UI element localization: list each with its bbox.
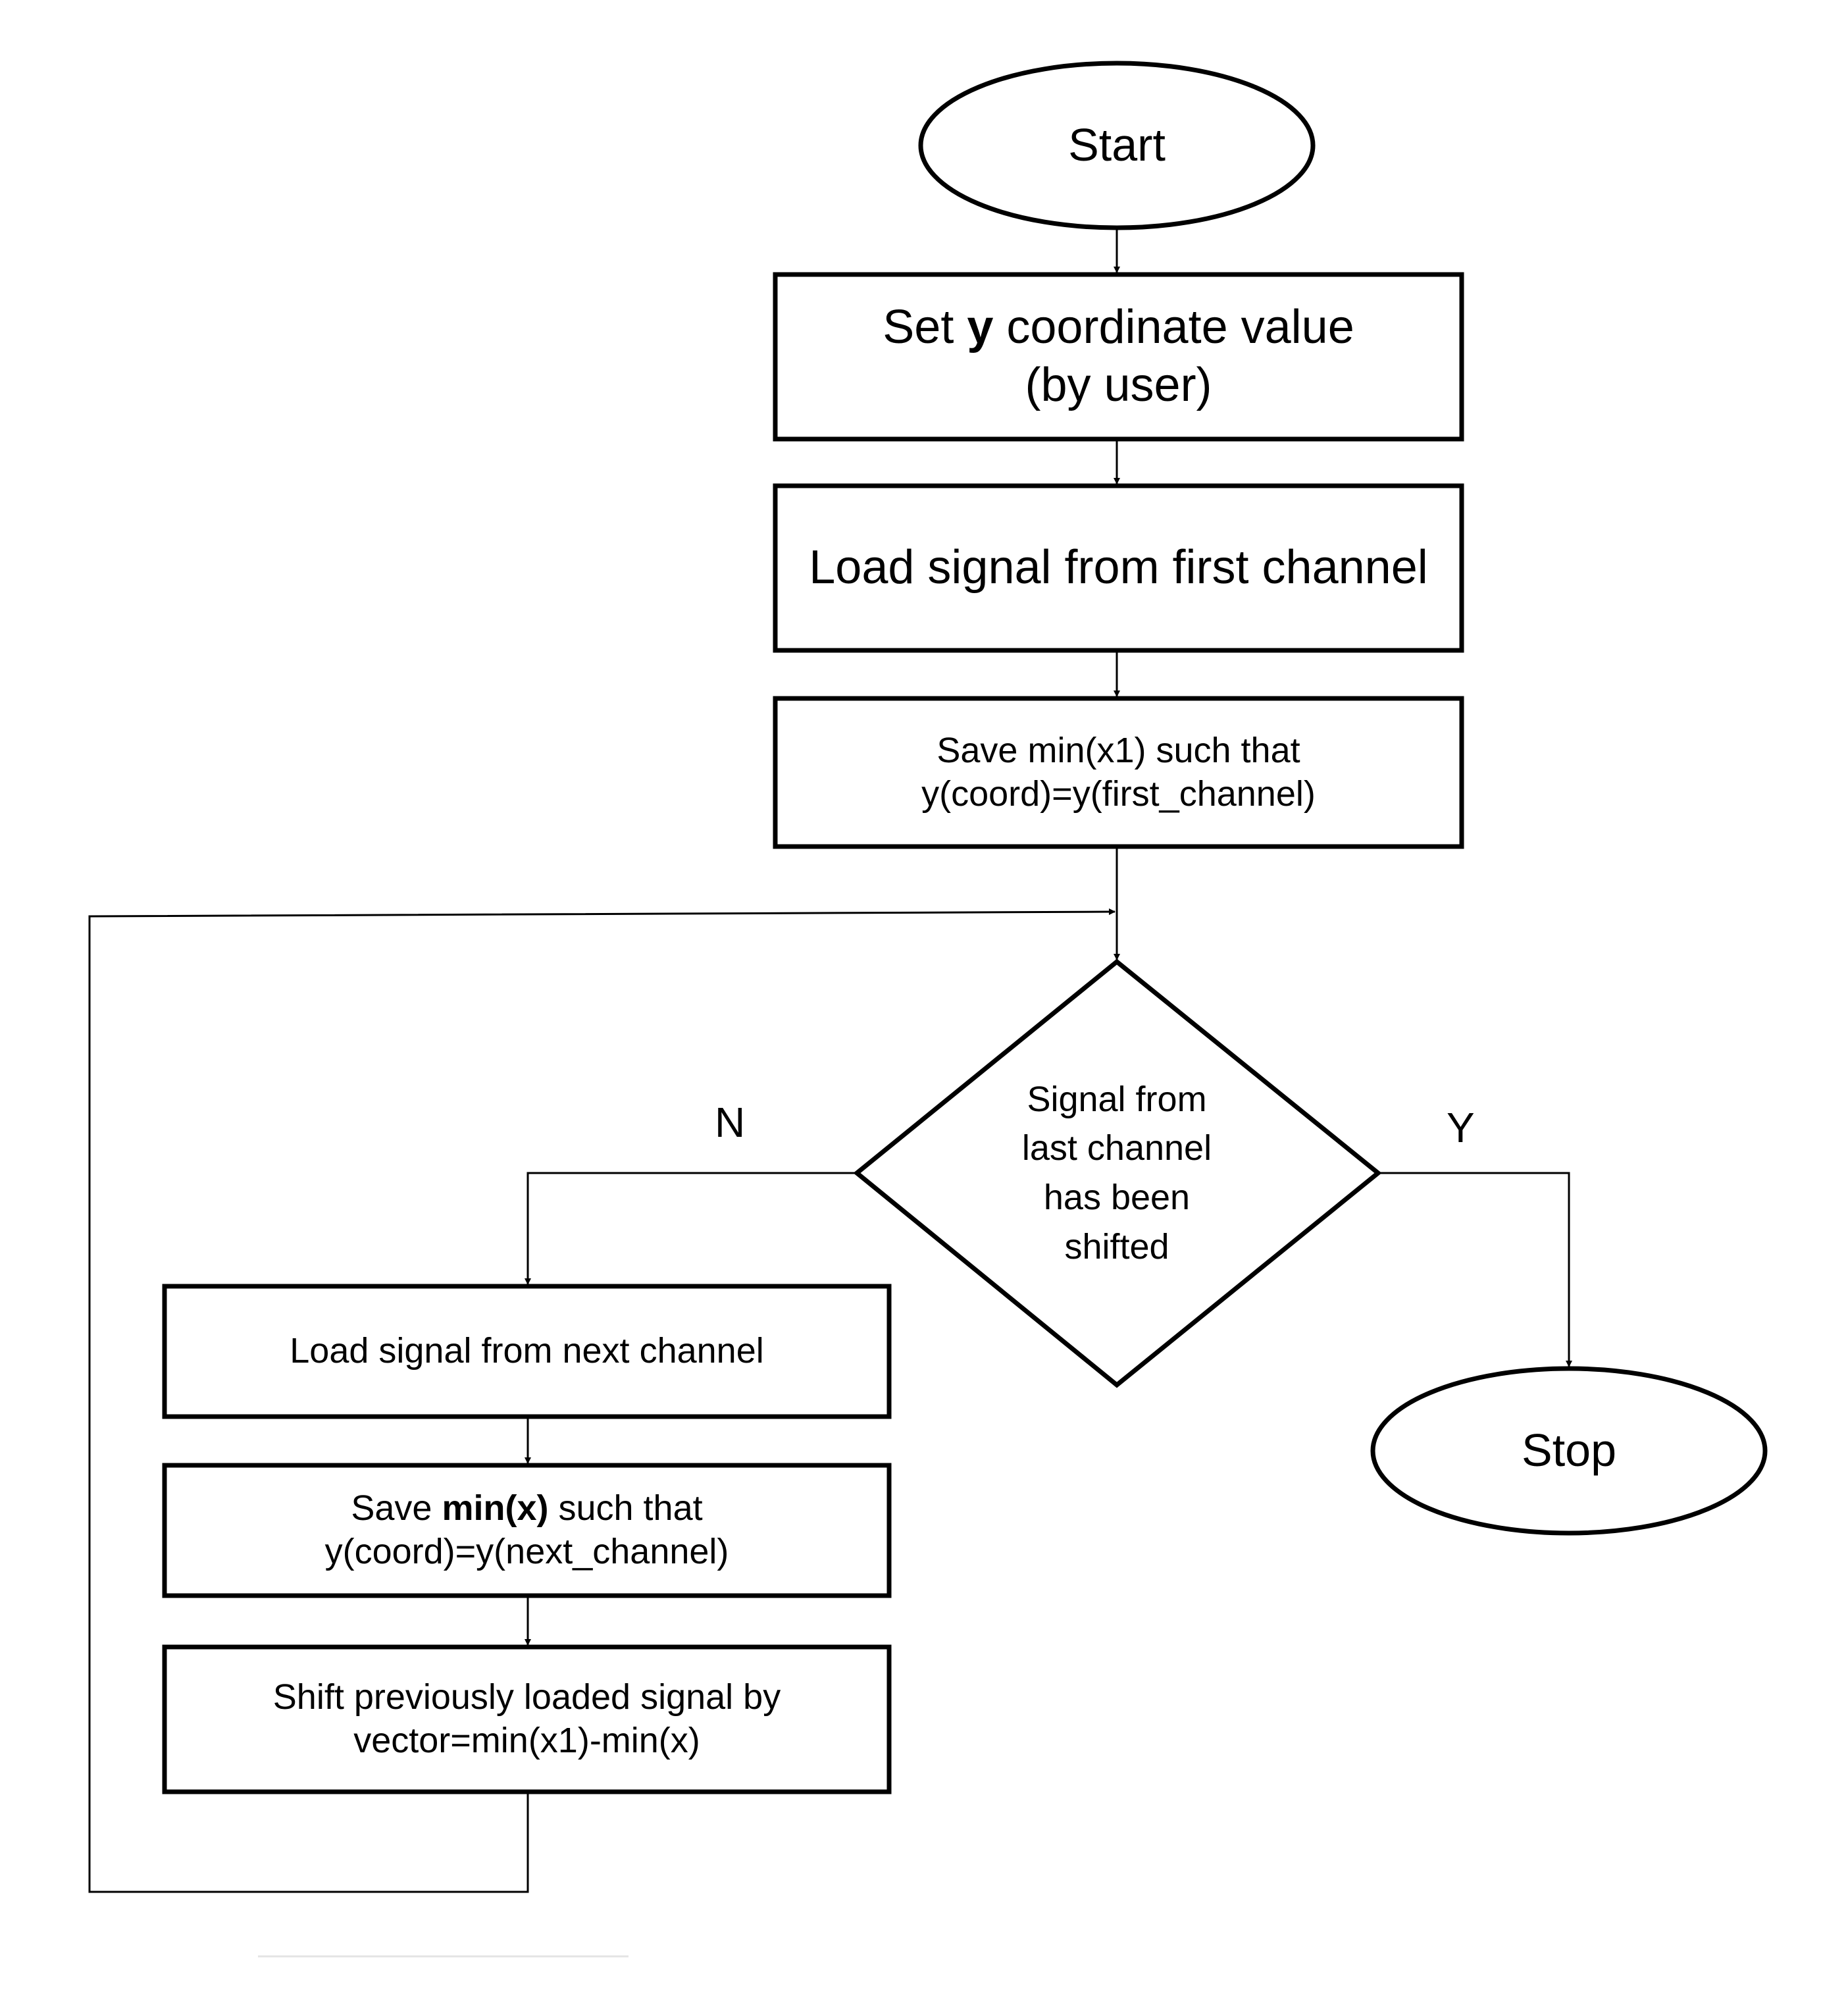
set-y-line-2: (by user) [1025,359,1212,411]
load-first-label: Load signal from first channel [775,486,1462,650]
shift-process-shape [162,1644,892,1794]
save-min-x-label: Save min(x) such that y(coord)=y(next_ch… [165,1465,889,1596]
start-label-text: Start [1068,119,1166,171]
connectors [88,228,1572,1893]
save-min-x-line-1: Save min(x) such that [351,1487,702,1530]
save-min-x1-label: Save min(x1) such that y(coord)=y(first_… [775,698,1462,847]
decision-line-3: has been [1043,1178,1191,1217]
arrow-decision-no-branch [525,1172,857,1285]
save-min-x1-line-2: y(coord)=y(first_channel) [921,773,1316,814]
shift-line-2: vector=min(x1)-min(x) [353,1721,700,1760]
load-first-process-shape [773,483,1464,653]
load-next-label: Load signal from next channel [165,1286,889,1417]
decision-line-1: Signal from [1027,1079,1207,1119]
save-min-x-prefix: Save [351,1488,442,1528]
decision-diamond-shape [853,958,1382,1388]
arrow-decision-yes-branch [1378,1172,1572,1367]
set-y-line-1: Set y coordinate value [883,299,1354,357]
load-first-text: Load signal from first channel [809,541,1428,594]
stop-label-text: Stop [1522,1424,1616,1476]
shift-line-1: Shift previously loaded signal by [272,1677,781,1717]
load-next-text: Load signal from next channel [290,1331,764,1371]
save-min-x-bold: min(x) [442,1488,549,1528]
set-y-bold-y: y [967,301,994,354]
arrow-loop-back [88,908,1116,1893]
branch-no-label: N [715,1099,746,1146]
set-y-label: Set y coordinate value (by user) [775,274,1462,439]
set-y-process-shape [773,272,1464,442]
decision-line-2: last channel [1021,1128,1212,1168]
decision-line-4: shifted [1064,1226,1169,1267]
save-min-x1-process-shape [773,696,1464,849]
set-y-suffix: coordinate value [993,301,1354,354]
shift-label: Shift previously loaded signal by vector… [165,1647,889,1792]
set-y-prefix: Set [883,301,967,354]
save-min-x-line-2: y(coord)=y(next_channel) [324,1532,729,1571]
branch-yes-label: Y [1447,1104,1475,1151]
decision-label: Signal from last channel has been shifte… [967,1053,1266,1293]
stop-label: Stop [1373,1369,1765,1533]
save-min-x-suffix: such that [548,1488,703,1528]
save-min-x-process-shape [162,1463,892,1598]
start-label: Start [921,63,1313,228]
stop-terminal-shape [1370,1366,1768,1536]
save-min-x1-line-1: Save min(x1) such that [937,730,1300,770]
load-next-process-shape [162,1284,892,1419]
